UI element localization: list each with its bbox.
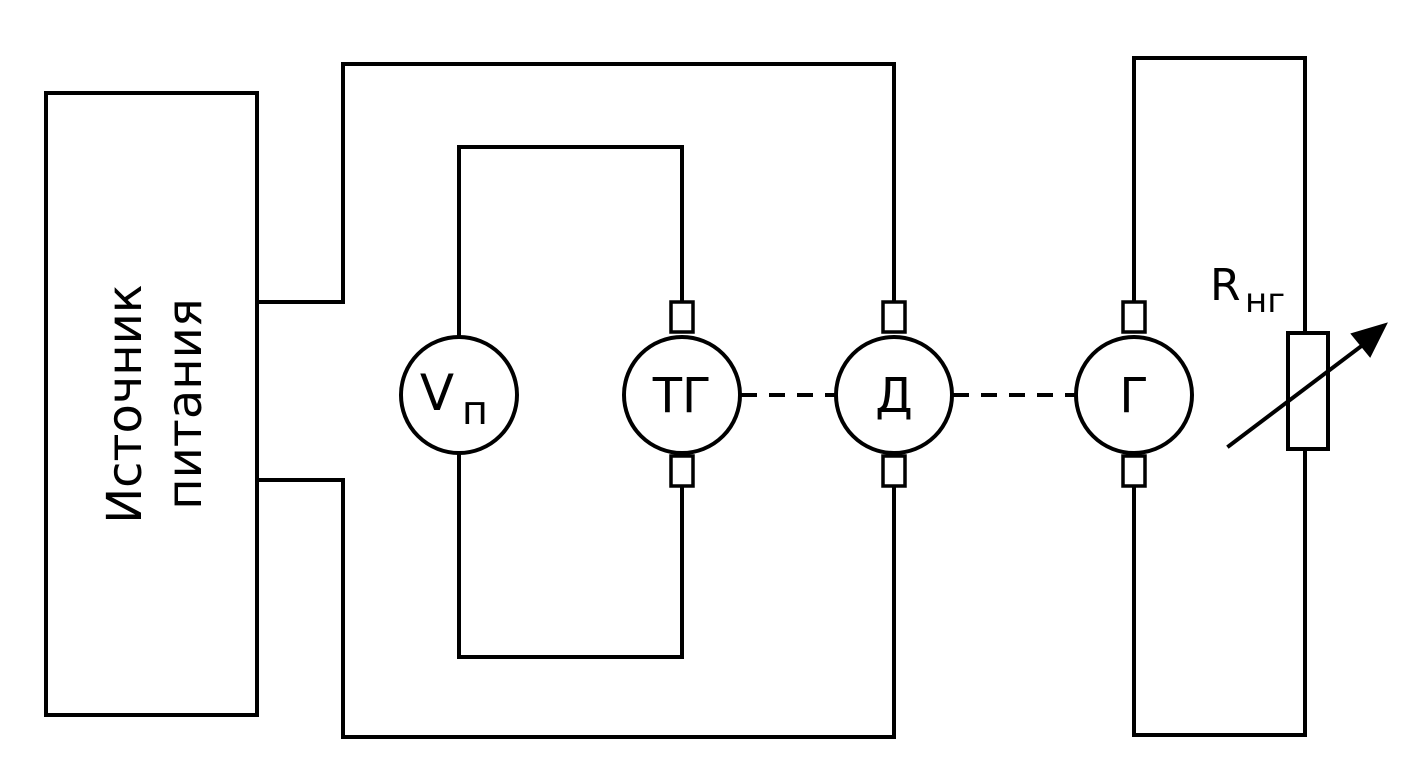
tachogenerator-circle <box>622 335 742 455</box>
generator-label: Г <box>1119 368 1148 424</box>
load-resistor-symbol: R <box>1210 260 1241 311</box>
voltmeter-circle <box>399 335 519 455</box>
motor-circle <box>834 335 954 455</box>
motor: Д <box>834 300 954 488</box>
voltmeter-subscript: п <box>462 388 488 434</box>
voltmeter-symbol: V <box>420 364 454 422</box>
load-wire-bottom <box>1132 447 1307 737</box>
tachogenerator-label: ТГ <box>652 368 712 424</box>
variable-resistor-arrow-head <box>1350 322 1388 358</box>
generator-circle <box>1074 335 1194 455</box>
tachogenerator: ТГ <box>622 300 742 488</box>
motor-brush-bottom <box>881 454 907 488</box>
generator-brush-top <box>1121 300 1147 334</box>
tachogenerator-brush-bottom <box>669 454 695 488</box>
variable-resistor-arrow-shaft <box>1226 335 1375 449</box>
load-resistor-body <box>1286 331 1330 451</box>
power-source-box <box>44 91 259 717</box>
load-resistor: R нг <box>1210 260 1388 451</box>
tacho-loop-top <box>457 145 684 337</box>
tachogenerator-brush-top <box>669 300 695 334</box>
load-wire-top <box>1132 56 1307 335</box>
power-source-label-line1: Источник <box>97 284 153 524</box>
supply-wire-top <box>255 62 896 304</box>
load-resistor-subscript: нг <box>1245 281 1285 321</box>
tacho-loop-bottom <box>457 453 684 659</box>
motor-brush-top <box>881 300 907 334</box>
generator-brush-bottom <box>1121 454 1147 488</box>
power-source-block: Источник питания <box>44 91 259 717</box>
power-source-label-line2: питания <box>157 298 213 509</box>
generator: Г <box>1074 300 1194 488</box>
supply-wire-bottom <box>255 478 896 739</box>
voltmeter: V п <box>399 335 519 455</box>
motor-label: Д <box>875 368 913 424</box>
